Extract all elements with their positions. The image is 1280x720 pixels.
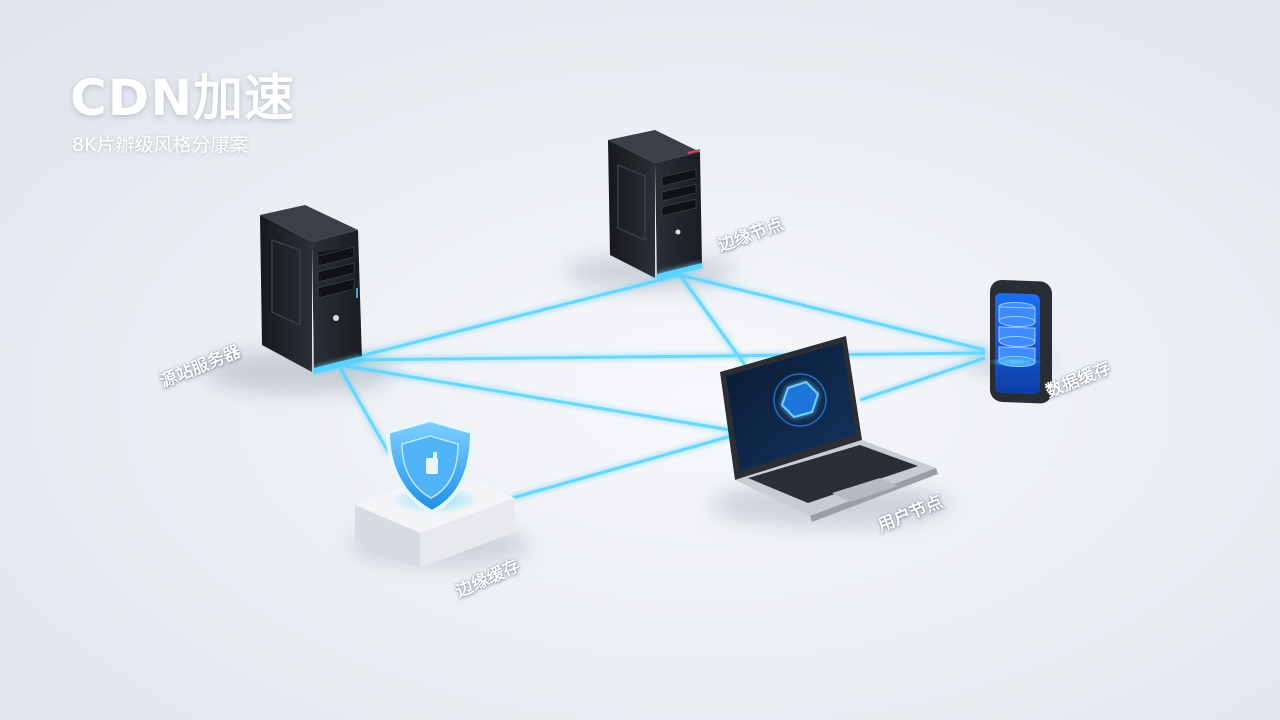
- link-origin-shield: [338, 367, 392, 456]
- page-title: CDN加速: [70, 69, 296, 127]
- tower-server-icon: [260, 205, 362, 374]
- connection-links: [338, 273, 986, 502]
- laptop-icon: [720, 336, 938, 522]
- database-phone-icon: [987, 279, 1052, 404]
- shield-icon: [355, 417, 515, 568]
- link-shield-user: [504, 433, 736, 502]
- link-user-cache: [859, 356, 986, 402]
- page-subtitle: 8K片辦级风格分康案: [72, 134, 249, 156]
- link-edge-cache: [679, 273, 986, 352]
- link-origin-edge: [344, 273, 681, 362]
- link-origin-user: [339, 363, 731, 432]
- link-origin-cache: [349, 351, 986, 362]
- link-edge-user: [678, 274, 747, 366]
- tower-server-icon: [608, 130, 702, 279]
